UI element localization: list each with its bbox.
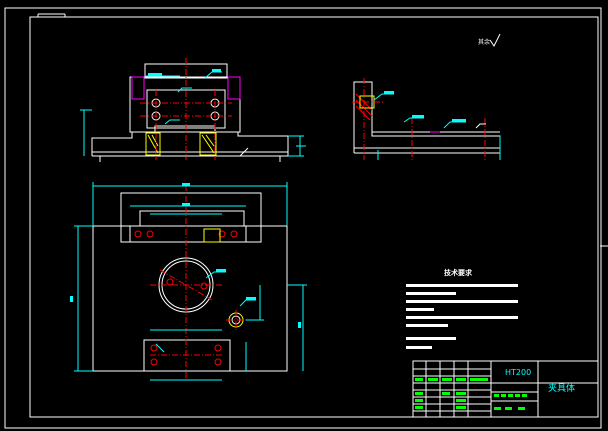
roughness-symbol (489, 33, 501, 47)
material-label: HT200 (505, 368, 532, 377)
front-view (80, 58, 306, 162)
top-view (70, 182, 307, 381)
side-view (352, 78, 501, 160)
part-name-label: 夹具体 (548, 384, 576, 394)
title-block-green-text (415, 378, 527, 410)
technical-requirements (406, 284, 518, 349)
sheet-corner-ticks (37, 13, 66, 17)
title-block (412, 360, 599, 418)
sheet-border (4, 7, 608, 429)
roughness-mark-label: 其余 (478, 39, 491, 46)
tech-requirements-title: 技术要求 (444, 269, 472, 277)
